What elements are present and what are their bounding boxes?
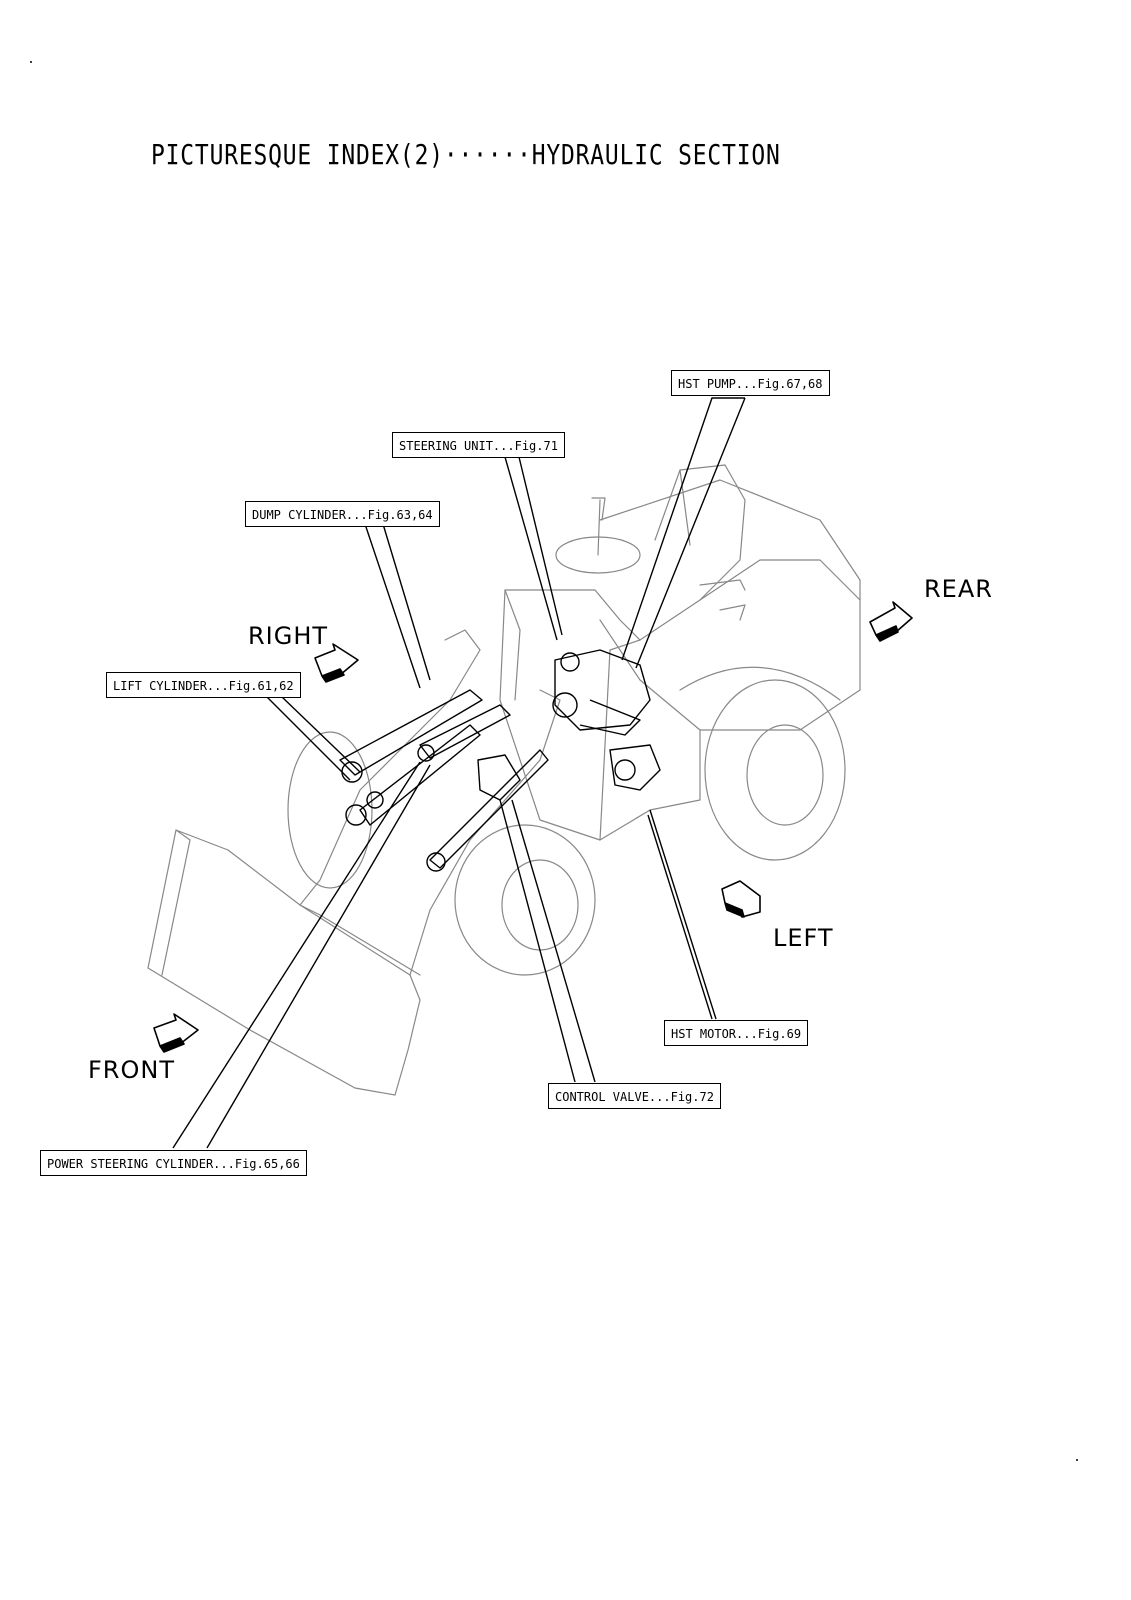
control-valve-part [477, 754, 521, 801]
callout-control-valve: CONTROL VALVE...Fig.72 [548, 1083, 721, 1109]
direction-right-label: RIGHT [248, 622, 329, 650]
rear-arrow-icon [869, 601, 913, 642]
front-wheel-right [454, 824, 596, 976]
callout-steering-unit: STEERING UNIT...Fig.71 [392, 432, 565, 458]
leader-power-steering-cylinder [172, 761, 431, 1149]
lift-cylinder-part [339, 689, 483, 776]
right-arrow-icon [314, 643, 359, 683]
leader-hst-pump [621, 397, 746, 669]
front-wheel-left [287, 731, 373, 889]
callout-hst-motor: HST MOTOR...Fig.69 [664, 1020, 809, 1046]
frame-body [499, 589, 641, 841]
bucket [147, 829, 421, 1096]
leader-lift-cylinder [266, 696, 361, 781]
power-steering-cylinder-part [429, 749, 549, 869]
callout-power-steering-cylinder: POWER STEERING CYLINDER...Fig.65,66 [40, 1150, 307, 1176]
rear-wheel [704, 679, 846, 861]
hst-motor-part [609, 744, 661, 791]
operator-seat [654, 464, 746, 601]
hst-pump-part [554, 649, 651, 731]
leader-hst-motor [647, 809, 717, 1020]
steering-wheel [555, 536, 641, 574]
front-arrow-icon [153, 1013, 199, 1053]
left-arrow-icon [721, 880, 761, 918]
corner-dot-bottom [1076, 1459, 1078, 1461]
engine-hood [599, 479, 861, 731]
leader-control-valve [499, 799, 596, 1083]
leader-dump-cylinder [364, 523, 431, 689]
page-title: PICTURESQUE INDEX(2)······HYDRAULIC SECT… [151, 138, 781, 171]
direction-rear-label: REAR [924, 575, 993, 603]
corner-dot-top [30, 61, 32, 63]
callout-dump-cylinder: DUMP CYLINDER...Fig.63,64 [245, 501, 440, 527]
callout-lift-cylinder: LIFT CYLINDER...Fig.61,62 [106, 672, 301, 698]
callout-hst-pump: HST PUMP...Fig.67,68 [671, 370, 830, 396]
leader-steering-unit [504, 456, 563, 641]
direction-left-label: LEFT [773, 924, 834, 952]
direction-front-label: FRONT [88, 1056, 175, 1084]
dump-cylinder-part [419, 704, 511, 759]
